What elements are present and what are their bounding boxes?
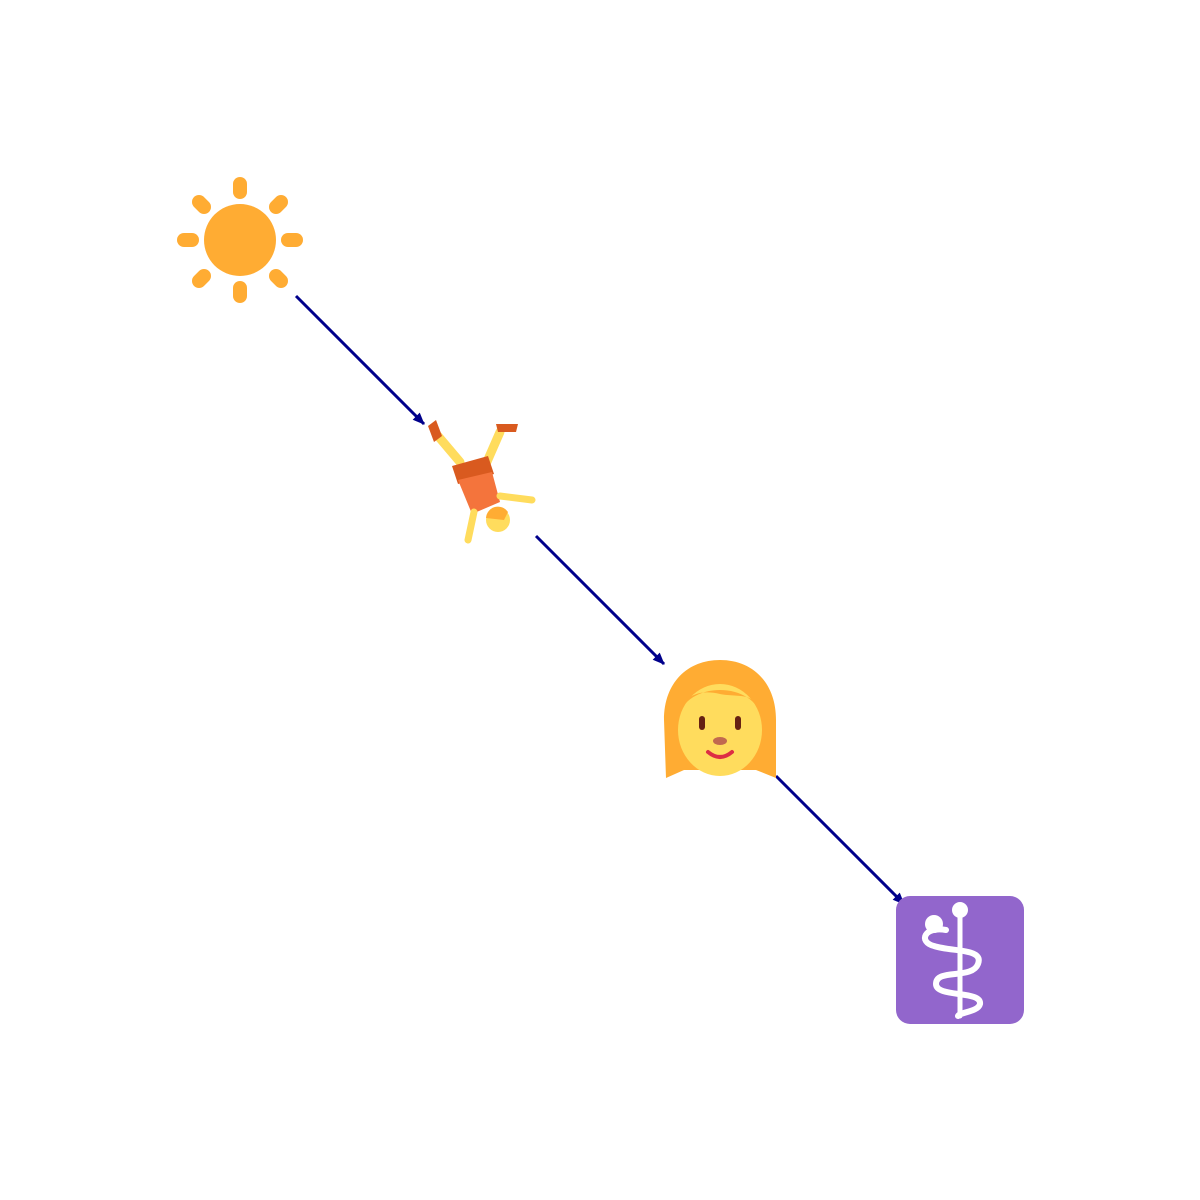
medical-symbol-icon [896, 896, 1024, 1024]
woman-face-icon [664, 660, 776, 778]
person-cartwheeling-icon [428, 420, 536, 544]
sun-icon [177, 177, 303, 303]
edge-sun-to-cartwheel [294, 294, 426, 426]
edge-cartwheel-to-woman [534, 534, 666, 666]
edge-woman-to-medical [774, 774, 906, 906]
edges [294, 294, 906, 906]
